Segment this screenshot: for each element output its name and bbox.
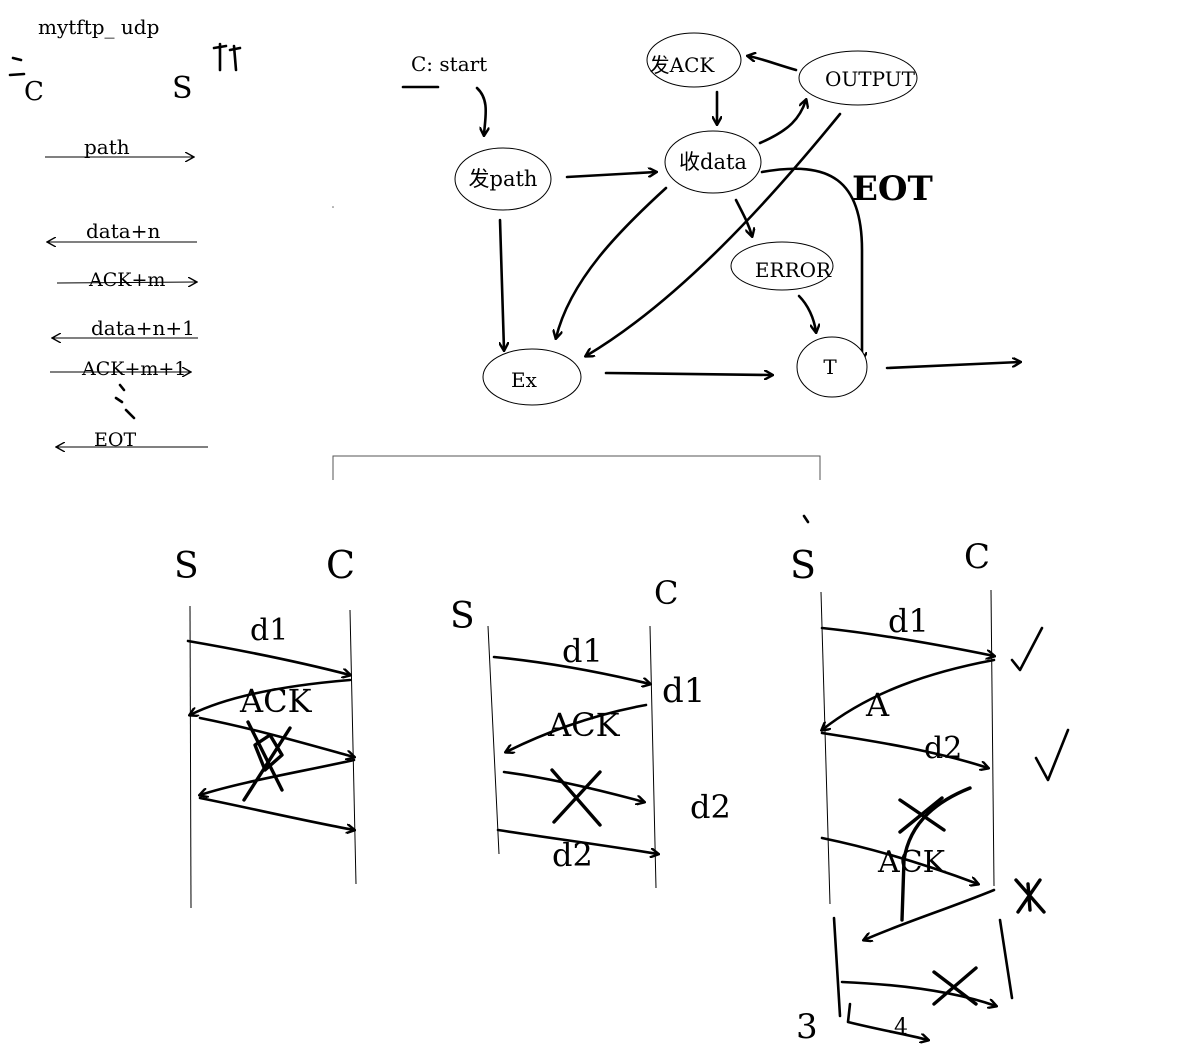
node-label: Ex [511,368,538,392]
transition-arrow [604,373,772,375]
message-label: ACK+m+1 [81,358,186,380]
scenario-bracket [332,455,821,480]
check-mark [1034,728,1070,782]
scenario-client-label: C [326,543,355,587]
scenario-data-label: d1 [888,602,929,640]
ack-message [190,678,352,715]
lifeline-client [649,625,657,889]
data-message [496,828,658,854]
node-label: ERROR [755,258,832,282]
scenario-3: S C d1 A d2 ACK 3 4 [790,514,1070,1047]
left-sequence: mytftp_ udp C S path data+n ACK+m data+n… [8,15,242,451]
scenario-server-label: S [450,596,475,637]
node-label: 发ACK [650,53,716,77]
client-label: C [24,77,44,107]
scenario-ack2-label: ACK [877,845,946,880]
scenario-ack-label: ACK [547,706,621,744]
scenario-ack-label: A [865,686,890,724]
scenario-server-label: S [174,546,199,587]
stray-dot [332,206,334,208]
ack-message [864,888,996,940]
transition-arrow [498,218,504,350]
scenario-ack-label: ACK [239,682,313,720]
scribble-mark [8,56,26,77]
scribbled-mark [1014,878,1046,914]
lost-packet-cross [898,796,946,834]
node-send-ack: 发ACK [646,32,742,88]
data-message [186,639,350,675]
transition-arrow [758,100,806,145]
scribble-mark [802,514,810,524]
message-label: EOT [94,429,136,451]
transition-arrow [475,86,486,135]
transition-arrow [556,186,668,338]
message-label: data+n+1 [91,316,195,340]
lifeline-client [349,609,357,885]
data-message [820,731,988,768]
data-message [820,626,994,656]
scenario-client-label: C [964,537,990,577]
node-output: OUTPUT [798,50,918,106]
node-send-path: 发path [454,147,552,211]
node-label: T [823,355,837,379]
data-message [502,770,644,802]
data-message [840,980,996,1006]
node-error: ERROR [730,241,834,291]
data-message [820,836,978,884]
scenario-data2-label: d2 [924,731,962,766]
page-title: mytftp_ udp [38,15,159,39]
lost-packet-cross [932,966,978,1006]
scenario-client-label: C [654,574,678,612]
resend-arrow [846,1002,928,1040]
ack-message [506,703,648,752]
lifeline-server [189,605,192,909]
lifeline-client [990,589,995,887]
node-recv-data: 收data [664,130,762,194]
transition-arrow [734,198,752,236]
scenario-1: S C d1 ACK [174,543,357,909]
data-message [198,796,354,830]
transition-arrow [748,56,798,72]
lifeline-server [487,625,500,855]
scenario-data-label: d1 [562,632,603,670]
received-data-label: d1 [662,671,705,711]
received-data2-label: d2 [690,788,731,826]
scenario-data-label: d1 [250,613,288,648]
lost-packet-cross [550,768,602,827]
scenario-data2-label: d2 [552,836,593,874]
ack-message [200,758,356,795]
ack-message [822,658,996,730]
node-label: 发path [469,167,538,191]
message-label: ACK+m [88,269,165,291]
lost-packet-cross [242,720,292,802]
message-label: path [84,135,130,159]
transition-arrow [565,172,656,179]
state-machine: C: start 发path 收data 发ACK OUTP [332,32,1020,480]
transition-arrow [885,362,1020,370]
scenario-2: S C d1 d1 ACK d2 d2 [450,574,731,889]
node-terminate: T [796,336,868,398]
ellipsis-dots [114,383,136,420]
node-label: OUTPUT [825,67,916,91]
message-label: data+n [86,219,160,243]
eot-label: EOT [852,169,933,209]
start-label: C: start [411,52,487,76]
scribble-mark [212,42,242,72]
message-arrow [56,282,196,283]
server-label: S [172,71,193,106]
step-number: 3 [796,1007,818,1047]
transition-arrow [760,167,862,360]
lifeline-server [820,591,831,905]
node-ex: Ex [482,348,582,406]
sub-step-number: 4 [894,1015,908,1040]
data-message [492,655,650,684]
scenario-server-label: S [790,543,816,587]
client-stroke [998,918,1014,1000]
transition-arrow [586,112,842,356]
node-label: 收data [679,150,747,174]
transition-arrow [797,294,816,332]
check-mark [1010,626,1044,672]
server-stroke [832,916,842,1018]
